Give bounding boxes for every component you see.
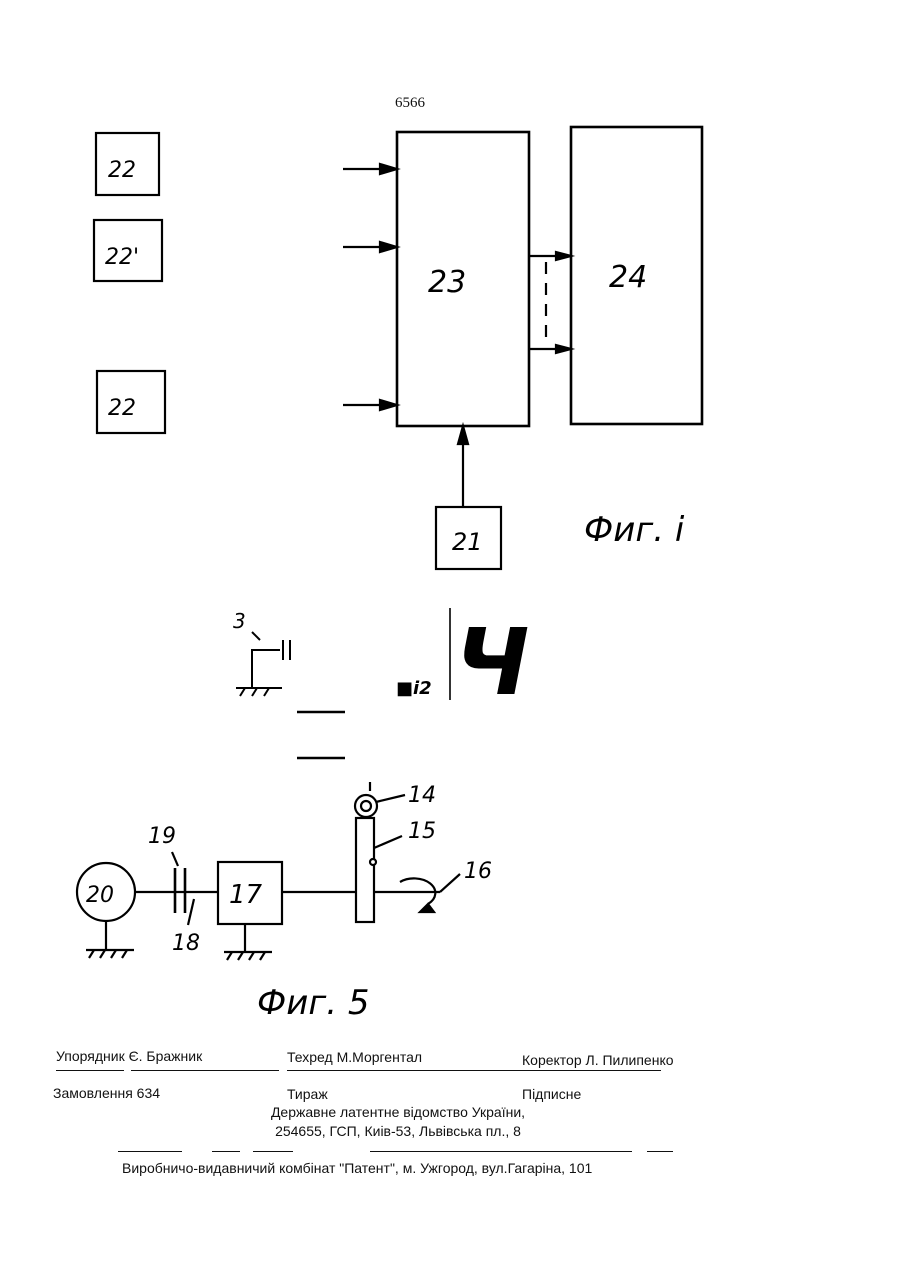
order-number: Замовлення 634 — [53, 1085, 160, 1101]
printer-line: Виробничо-видавничий комбінат "Патент", … — [122, 1160, 592, 1176]
label-i2: ■i2 — [396, 678, 432, 699]
figure-1-diagram — [94, 127, 702, 569]
block-17-hatch-4 — [260, 952, 265, 960]
leader-14 — [376, 795, 405, 802]
corrector: Коректор Л. Пилипенко — [522, 1052, 674, 1068]
rotation-arrowhead — [420, 904, 434, 912]
motor-hatch-2 — [100, 950, 105, 958]
compiler: Упорядник Є. Бражник — [56, 1048, 202, 1064]
block-17-hatch-3 — [249, 952, 254, 960]
motor-hatch-4 — [122, 950, 127, 958]
footer-rule — [647, 1151, 673, 1152]
arrowhead-21 — [458, 426, 468, 444]
footer-rule — [370, 1151, 632, 1152]
block-17-hatch-1 — [227, 952, 232, 960]
label-22-top: 22 — [108, 158, 136, 183]
label-17: 17 — [229, 880, 263, 910]
subscription: Підписне — [522, 1086, 581, 1102]
footer-rule — [131, 1070, 279, 1071]
roller-14-inner — [361, 801, 371, 811]
office-line-2: 254655, ГСП, Киів-53, Львівська пл., 8 — [198, 1123, 598, 1139]
leader-19 — [172, 852, 178, 866]
block-17-hatch-2 — [238, 952, 243, 960]
label-15: 15 — [408, 819, 436, 844]
label-14: 14 — [408, 783, 436, 808]
fragment-hatch-1 — [240, 688, 245, 696]
techred: Техред М.Моргентал — [287, 1049, 422, 1065]
label-18: 18 — [172, 931, 200, 956]
circulation: Тираж — [287, 1086, 328, 1102]
arrowhead-2 — [380, 242, 397, 252]
label-23: 23 — [428, 265, 466, 300]
label-24: 24 — [609, 260, 647, 295]
label-22-bottom: 22 — [108, 396, 136, 421]
motor-hatch-1 — [89, 950, 94, 958]
label-21: 21 — [452, 528, 483, 556]
fragment-hatch-2 — [252, 688, 257, 696]
roller-14-outer — [355, 795, 377, 817]
leader-15 — [374, 836, 402, 848]
motor-hatch-3 — [111, 950, 116, 958]
footer-rule — [56, 1070, 124, 1071]
fragment-leader — [252, 632, 260, 640]
arm-15 — [356, 818, 374, 922]
label-3: 3 — [233, 609, 246, 633]
arrowhead-1 — [380, 164, 397, 174]
office-line-1: Державне латентне відомство України, — [198, 1104, 598, 1120]
label-22-prime: 22' — [105, 245, 139, 270]
glyph-che: Ч — [455, 609, 529, 716]
footer-rule — [118, 1151, 182, 1152]
fragment-hatch-3 — [264, 688, 269, 696]
figure-5-diagram — [77, 782, 460, 960]
footer-rule — [287, 1070, 661, 1071]
arrowhead-3 — [380, 400, 397, 410]
leader-18 — [188, 899, 194, 925]
label-20: 20 — [86, 883, 114, 908]
fragment-lever — [252, 650, 280, 688]
drawings: 22 22' 22 23 24 21 3 ■i2 Ч — [0, 0, 900, 1000]
footer-rule — [253, 1151, 293, 1152]
bus-arrowhead-bottom — [556, 345, 571, 353]
footer-rule — [212, 1151, 240, 1152]
label-19: 19 — [148, 824, 176, 849]
label-16: 16 — [464, 859, 492, 884]
leader-16 — [440, 874, 460, 892]
bus-arrowhead-top — [556, 252, 571, 260]
figure-5-caption: Фиг. 5 — [257, 983, 369, 1023]
figure-1-caption: Фиг. i — [584, 510, 684, 550]
arm-pivot — [370, 859, 376, 865]
